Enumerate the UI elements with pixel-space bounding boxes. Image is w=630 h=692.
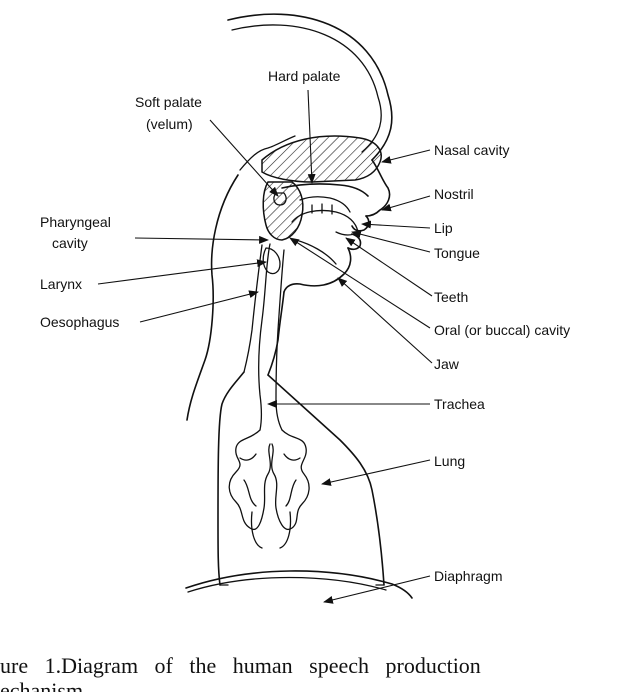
nasal-cavity-shape bbox=[261, 135, 382, 183]
label-nostril: Nostril bbox=[434, 186, 474, 202]
oral-cavity-line bbox=[295, 239, 337, 265]
label-larynx: Larynx bbox=[40, 276, 82, 292]
leader-lines bbox=[97, 89, 433, 604]
label-nasal-cavity: Nasal cavity bbox=[434, 142, 509, 158]
leader-diaphragm bbox=[323, 575, 431, 604]
nasal-roof bbox=[239, 135, 296, 171]
label-hard-palate: Hard palate bbox=[268, 68, 341, 84]
velum-shape bbox=[273, 192, 287, 206]
larynx-shape bbox=[262, 247, 281, 275]
leader-hard-palate bbox=[307, 89, 316, 184]
lung-right bbox=[271, 429, 310, 531]
trachea-left bbox=[258, 243, 271, 431]
torso-left bbox=[217, 371, 245, 586]
leader-nostril bbox=[381, 195, 431, 212]
label-lung: Lung bbox=[434, 453, 465, 469]
bronchi bbox=[250, 511, 292, 549]
label-oral-cavity: Oral (or buccal) cavity bbox=[434, 322, 570, 338]
lung-left bbox=[228, 429, 271, 531]
head-outline-inner bbox=[231, 24, 382, 153]
leader-nasal-cavity bbox=[381, 149, 431, 164]
diaphragm-arc bbox=[185, 570, 413, 599]
label-oesophagus: Oesophagus bbox=[40, 314, 119, 330]
caption-line2: echanism bbox=[0, 678, 83, 692]
figure-caption: ure 1.Diagram of the human speech produc… bbox=[0, 653, 481, 692]
label-soft-palate-line2: (velum) bbox=[146, 116, 193, 132]
label-diaphragm: Diaphragm bbox=[434, 568, 502, 584]
leader-lip bbox=[361, 220, 431, 229]
label-jaw: Jaw bbox=[434, 356, 460, 372]
labels: Hard palate Soft palate (velum) Nasal ca… bbox=[40, 68, 570, 584]
upper-teeth bbox=[299, 196, 351, 215]
leader-lung bbox=[321, 459, 431, 486]
caption-line1: ure 1.Diagram of the human speech produc… bbox=[0, 653, 481, 678]
upper-lip bbox=[351, 215, 370, 232]
label-teeth: Teeth bbox=[434, 289, 468, 305]
torso-right bbox=[267, 374, 385, 586]
leader-tongue bbox=[351, 230, 431, 253]
leader-teeth bbox=[345, 237, 433, 297]
tongue-shape bbox=[291, 209, 359, 236]
leader-jaw bbox=[337, 277, 433, 364]
face-profile bbox=[365, 159, 391, 217]
lung-left-inner bbox=[239, 453, 257, 507]
leader-oesophagus bbox=[139, 290, 259, 323]
trachea-right bbox=[275, 249, 285, 431]
lung-right-inner bbox=[283, 453, 301, 507]
label-pharyngeal-line1: Pharyngeal bbox=[40, 214, 111, 230]
label-pharyngeal-line2: cavity bbox=[52, 235, 88, 251]
leader-soft-palate bbox=[209, 119, 279, 197]
head-outline bbox=[227, 13, 393, 161]
label-lip: Lip bbox=[434, 220, 453, 236]
label-trachea: Trachea bbox=[434, 396, 485, 412]
neck-inner bbox=[243, 244, 263, 373]
leader-pharyngeal-cavity bbox=[134, 235, 269, 244]
label-soft-palate-line1: Soft palate bbox=[135, 94, 202, 110]
diaphragm-arc-lower bbox=[187, 576, 387, 593]
leader-larynx bbox=[97, 259, 267, 285]
back-of-neck bbox=[186, 174, 239, 421]
leader-oral-cavity bbox=[289, 237, 431, 329]
pharyngeal-cavity-shape bbox=[262, 181, 304, 241]
palate-line bbox=[281, 183, 369, 197]
anatomy-drawing bbox=[185, 13, 413, 599]
label-tongue: Tongue bbox=[434, 245, 480, 261]
jaw-line bbox=[283, 247, 352, 293]
